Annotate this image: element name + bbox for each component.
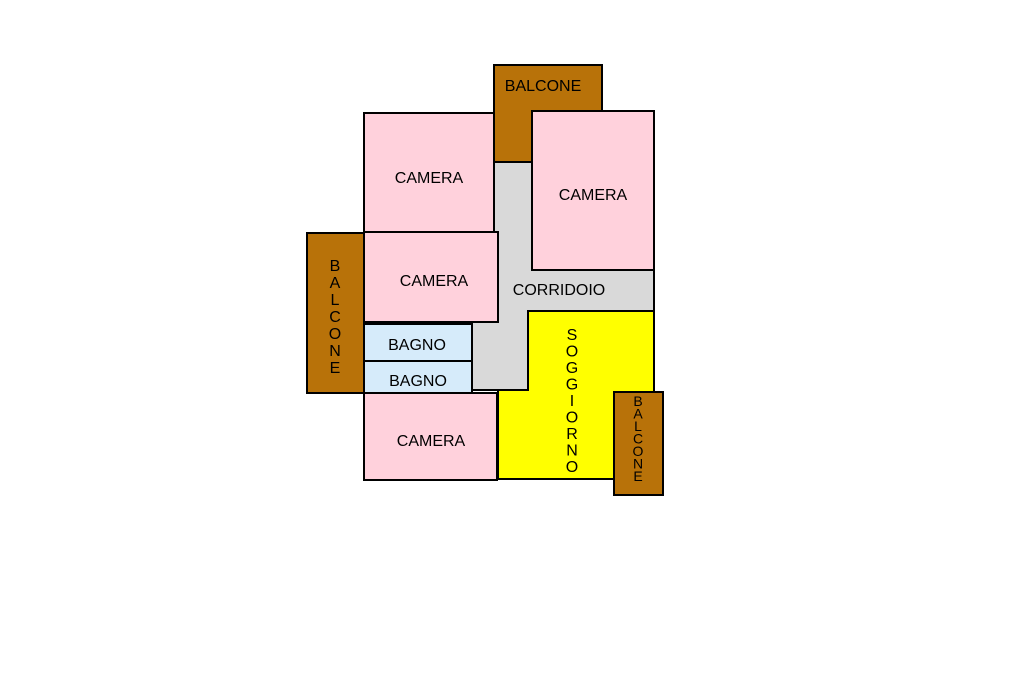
- balcone-left: [306, 232, 365, 394]
- camera-bottom: [363, 392, 498, 481]
- corridoio-label: CORRIDOIO: [513, 282, 605, 299]
- bagno-1-label: BAGNO: [388, 337, 446, 354]
- bagno-2-label: BAGNO: [389, 373, 447, 390]
- camera-top-left: [363, 112, 495, 233]
- camera-top-right: [531, 110, 655, 271]
- camera-mid-left-label: CAMERA: [400, 273, 469, 290]
- camera-top-left-label: CAMERA: [395, 170, 464, 187]
- balcone-top-label: BALCONE: [505, 78, 581, 95]
- camera-top-right-label: CAMERA: [559, 187, 628, 204]
- camera-bottom-label: CAMERA: [397, 433, 466, 450]
- balcone-right: [613, 391, 664, 496]
- bagno-2: [363, 360, 473, 394]
- bagno-1: [363, 323, 473, 362]
